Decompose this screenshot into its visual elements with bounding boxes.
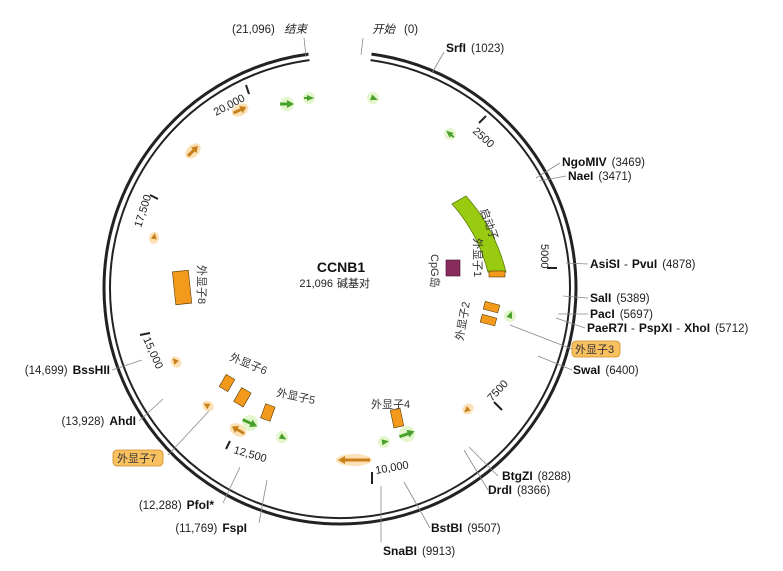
site-sali: SalI(5389) (590, 291, 650, 305)
plasmid-length: 21,096 (299, 278, 333, 290)
tick-17500 (149, 194, 159, 200)
exon2-label: 外显子2 (453, 301, 473, 342)
orange-arrow (462, 403, 474, 415)
site-ngomiv: NgoMIV(3469) (562, 155, 645, 169)
tick-label-17500: 17,500 (132, 193, 154, 229)
site-paer7i-pspxi-xhoi: PaeR7I-PspXI-XhoI(5712) (587, 321, 748, 335)
tick-label-15000: 15,000 (140, 335, 165, 371)
exon3-label: 外显子3 (575, 343, 614, 356)
orange-arrow (148, 232, 160, 244)
site-asisi-pvui: AsiSI-PvuI(4878) (590, 257, 696, 271)
exon8-block (172, 269, 193, 306)
cpg-island (445, 259, 461, 277)
tick-20000 (245, 84, 250, 95)
site-ahdi: (13,928)AhdI (61, 414, 136, 428)
exon5-label: 外显子5 (275, 386, 316, 407)
start-leader (360, 37, 364, 56)
green-arrow (280, 97, 294, 111)
exon1-label: 外显子1 (471, 238, 484, 277)
exon6-block-b (233, 387, 252, 408)
end-label: 结束 (284, 23, 308, 36)
site-srfi: SrfI(1023) (446, 41, 504, 55)
orange-arrow (170, 356, 182, 368)
green-arrow (378, 436, 390, 448)
green-arrow (504, 310, 516, 322)
exon3-label-box (571, 340, 621, 358)
green-arrow (398, 426, 415, 442)
site-pfoi: (12,288)PfoI* (139, 498, 215, 512)
tick-2500 (478, 115, 487, 124)
end-pos: (21,096) (232, 24, 275, 36)
exon4-label: 外显子4 (371, 398, 410, 411)
exon4-block (389, 407, 405, 429)
green-arrow (276, 431, 288, 443)
site-fspi: (11,769)FspI (175, 521, 247, 535)
green-arrow (367, 92, 379, 104)
cpg-label: CpG岛 (428, 254, 442, 288)
exon2-block-a (482, 300, 501, 314)
tick-label-12500: 12,500 (232, 444, 268, 465)
site-naei: NaeI(3471) (568, 169, 632, 183)
end-leader (303, 37, 307, 58)
orange-arrow (202, 400, 214, 412)
site-btgzi: BtgZI(8288) (502, 469, 571, 483)
site-paci: PacI(5697) (590, 307, 653, 321)
tick-label-2500: 2500 (470, 125, 496, 150)
exon1-block (488, 270, 506, 278)
plasmid-length-unit: 碱基对 (337, 276, 370, 290)
orange-arrow (231, 103, 249, 117)
exon5-block (260, 403, 276, 422)
tick-label-5000: 5000 (538, 244, 550, 268)
site-swai: SwaI(6400) (573, 363, 639, 377)
exon6-label: 外显子6 (228, 351, 269, 378)
green-arrow (303, 92, 315, 104)
site-bsshii: (14,699)BssHII (25, 363, 110, 377)
site-leaders (111, 51, 589, 542)
tick-label-10000: 10,000 (374, 459, 409, 477)
site-bstbi: BstBI(9507) (431, 521, 501, 535)
green-arrow (242, 415, 258, 431)
plasmid-name: CCNB1 (317, 259, 365, 275)
orange-arrow (336, 454, 372, 466)
exon7-leader (167, 410, 210, 456)
site-drdi: DrdI(8366) (488, 483, 550, 497)
exon3-leader (509, 324, 573, 350)
exon8-label: 外显子8 (195, 265, 208, 304)
start-label: 开始 (372, 23, 396, 36)
site-snabi: SnaBI(9913) (383, 544, 455, 558)
tick-7500 (493, 401, 503, 411)
tick-label-7500: 7500 (485, 378, 510, 404)
exon2-block-b (479, 313, 498, 327)
green-arrow (444, 128, 456, 140)
promoter-arc (451, 195, 507, 273)
orange-arrow (185, 143, 201, 159)
exon7-label-box (112, 449, 164, 467)
exon6-block-a (218, 374, 236, 392)
backbone-outer (102, 52, 578, 526)
start-pos: (0) (404, 24, 418, 36)
tick-15000 (139, 332, 151, 336)
orange-arrows (148, 103, 474, 466)
green-arrows (242, 92, 516, 448)
backbone-inner (109, 59, 571, 520)
orange-arrow (229, 423, 247, 437)
exon7-label: 外显子7 (117, 452, 156, 465)
tick-12500 (225, 440, 231, 450)
